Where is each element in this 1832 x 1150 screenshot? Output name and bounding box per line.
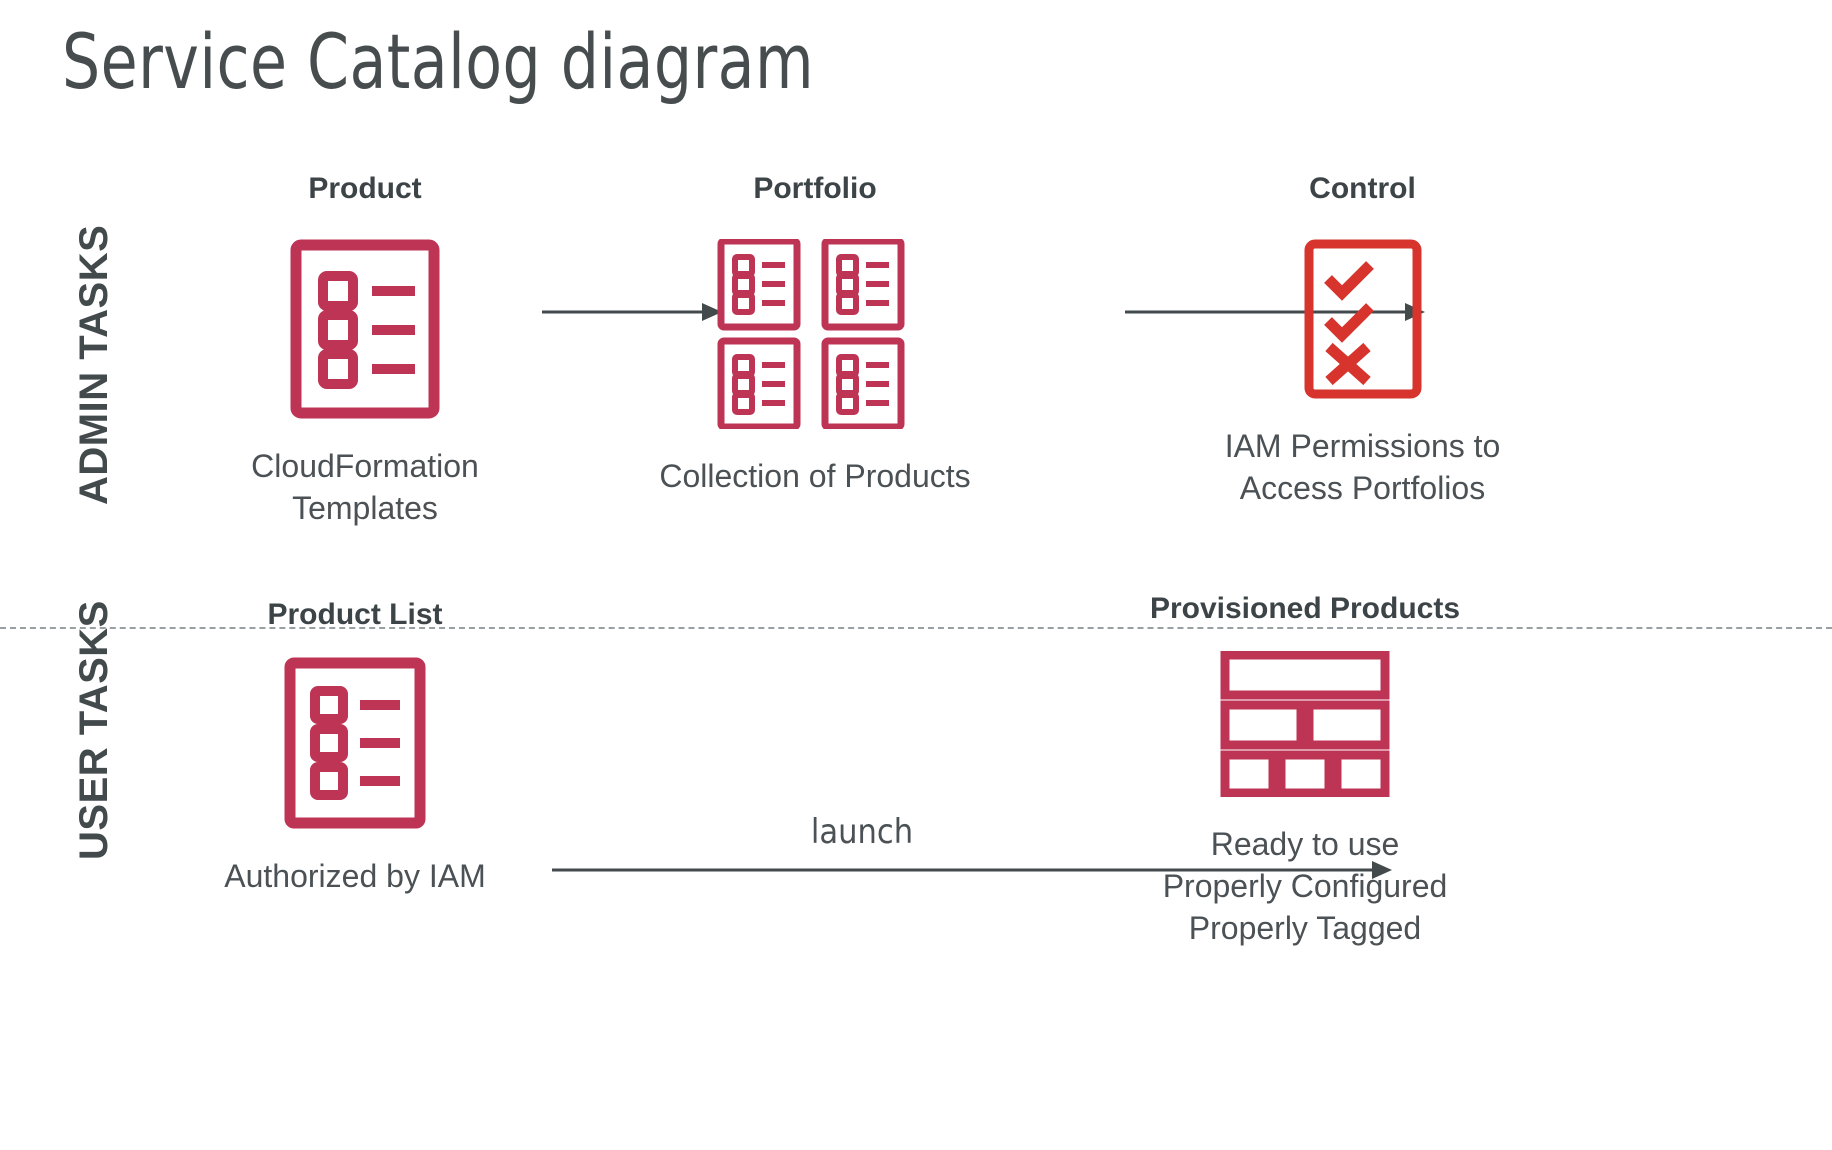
node-control: Control IAM Permissions to Access Portfo… — [1190, 172, 1535, 509]
node-provisioned-products: Provisioned Products Ready to use Proper… — [1130, 592, 1480, 950]
node-provisioned-products-title: Provisioned Products — [1149, 592, 1461, 625]
page-title: Service Catalog diagram — [62, 17, 815, 106]
node-control-title: Control — [1309, 172, 1416, 205]
section-label-user-tasks: USER TASKS — [72, 600, 116, 860]
node-provisioned-products-caption-line3: Properly Tagged — [1188, 910, 1422, 947]
node-control-caption-line1: IAM Permissions to — [1224, 428, 1501, 464]
node-portfolio-caption-line1: Collection of Products — [659, 458, 971, 494]
section-label-admin-tasks: ADMIN TASKS — [72, 224, 116, 505]
portfolio-grid-icon — [645, 239, 985, 429]
section-divider — [0, 627, 1832, 629]
node-product-caption-line2: Templates — [292, 490, 438, 527]
arrow-product-to-portfolio — [542, 300, 722, 324]
node-portfolio: Portfolio — [645, 172, 985, 497]
product-list-icon — [195, 657, 515, 829]
product-list-icon — [205, 239, 525, 419]
node-product: Product CloudFormation Templates — [205, 172, 525, 529]
provisioned-blocks-icon — [1130, 651, 1480, 797]
node-provisioned-products-caption-line2: Properly Configured — [1162, 868, 1448, 905]
checklist-control-icon — [1190, 239, 1535, 399]
arrow-launch-label: launch — [810, 812, 914, 852]
node-product-list: Product List Authorized by IAM — [195, 598, 515, 897]
node-portfolio-title: Portfolio — [753, 172, 877, 205]
node-product-list-title: Product List — [267, 598, 443, 631]
node-control-caption-line2: Access Portfolios — [1239, 470, 1486, 507]
arrow-launch — [552, 858, 1392, 882]
node-product-caption-line1: CloudFormation — [251, 448, 479, 484]
node-product-title: Product — [308, 172, 422, 205]
node-product-list-caption-line1: Authorized by IAM — [224, 858, 486, 894]
node-provisioned-products-caption-line1: Ready to use — [1210, 826, 1400, 862]
